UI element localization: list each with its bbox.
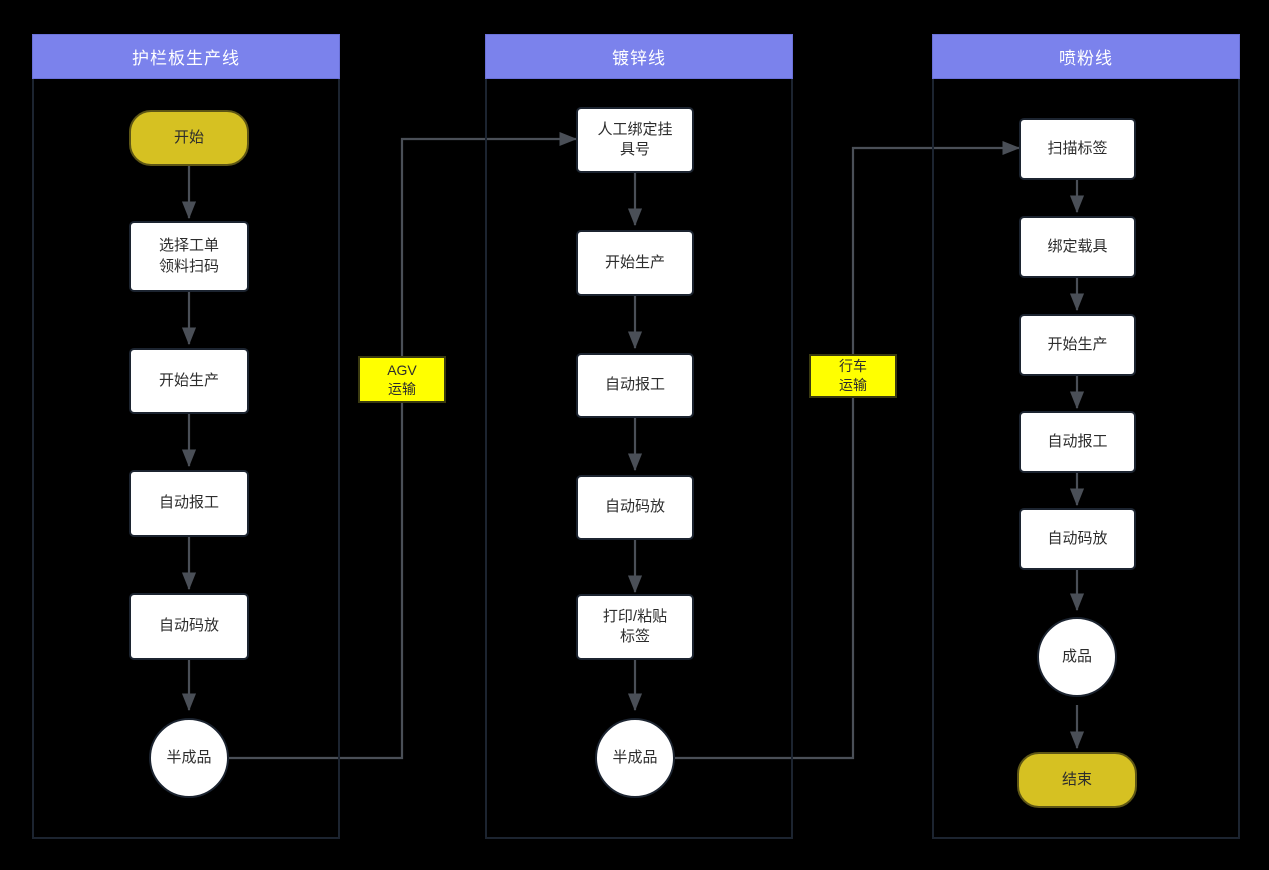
node-auto-report-line3[interactable]: 自动报工 xyxy=(1019,411,1136,473)
node-scan-label[interactable]: 扫描标签 xyxy=(1019,118,1136,180)
swimlane-title: 护栏板生产线 xyxy=(132,49,240,68)
swimlane-header-guardrail: 护栏板生产线 xyxy=(32,34,340,79)
node-semifinished-line1[interactable]: 半成品 xyxy=(149,718,229,798)
node-auto-stack-line2[interactable]: 自动码放 xyxy=(576,475,694,540)
node-manual-bind-hanger[interactable]: 人工绑定挂 具号 xyxy=(576,107,694,173)
node-auto-report-line2[interactable]: 自动报工 xyxy=(576,353,694,418)
node-start-production-line2[interactable]: 开始生产 xyxy=(576,230,694,296)
node-auto-report-line1[interactable]: 自动报工 xyxy=(129,470,249,537)
node-bind-carrier[interactable]: 绑定载具 xyxy=(1019,216,1136,278)
swimlane-title: 喷粉线 xyxy=(1059,49,1113,68)
swimlane-header-powder: 喷粉线 xyxy=(932,34,1240,79)
node-print-paste-label[interactable]: 打印/粘贴 标签 xyxy=(576,594,694,660)
node-semifinished-line2[interactable]: 半成品 xyxy=(595,718,675,798)
swimlane-header-galvanizing: 镀锌线 xyxy=(485,34,793,79)
swimlane-title: 镀锌线 xyxy=(612,49,666,68)
node-select-workorder[interactable]: 选择工单 领料扫码 xyxy=(129,221,249,292)
node-crane-transport[interactable]: 行车 运输 xyxy=(809,354,897,398)
node-end[interactable]: 结束 xyxy=(1017,752,1137,808)
node-auto-stack-line3[interactable]: 自动码放 xyxy=(1019,508,1136,570)
node-start-production-line1[interactable]: 开始生产 xyxy=(129,348,249,414)
node-auto-stack-line1[interactable]: 自动码放 xyxy=(129,593,249,660)
node-start[interactable]: 开始 xyxy=(129,110,249,166)
node-agv-transport[interactable]: AGV 运输 xyxy=(358,356,446,403)
node-start-production-line3[interactable]: 开始生产 xyxy=(1019,314,1136,376)
node-finished-product[interactable]: 成品 xyxy=(1037,617,1117,697)
